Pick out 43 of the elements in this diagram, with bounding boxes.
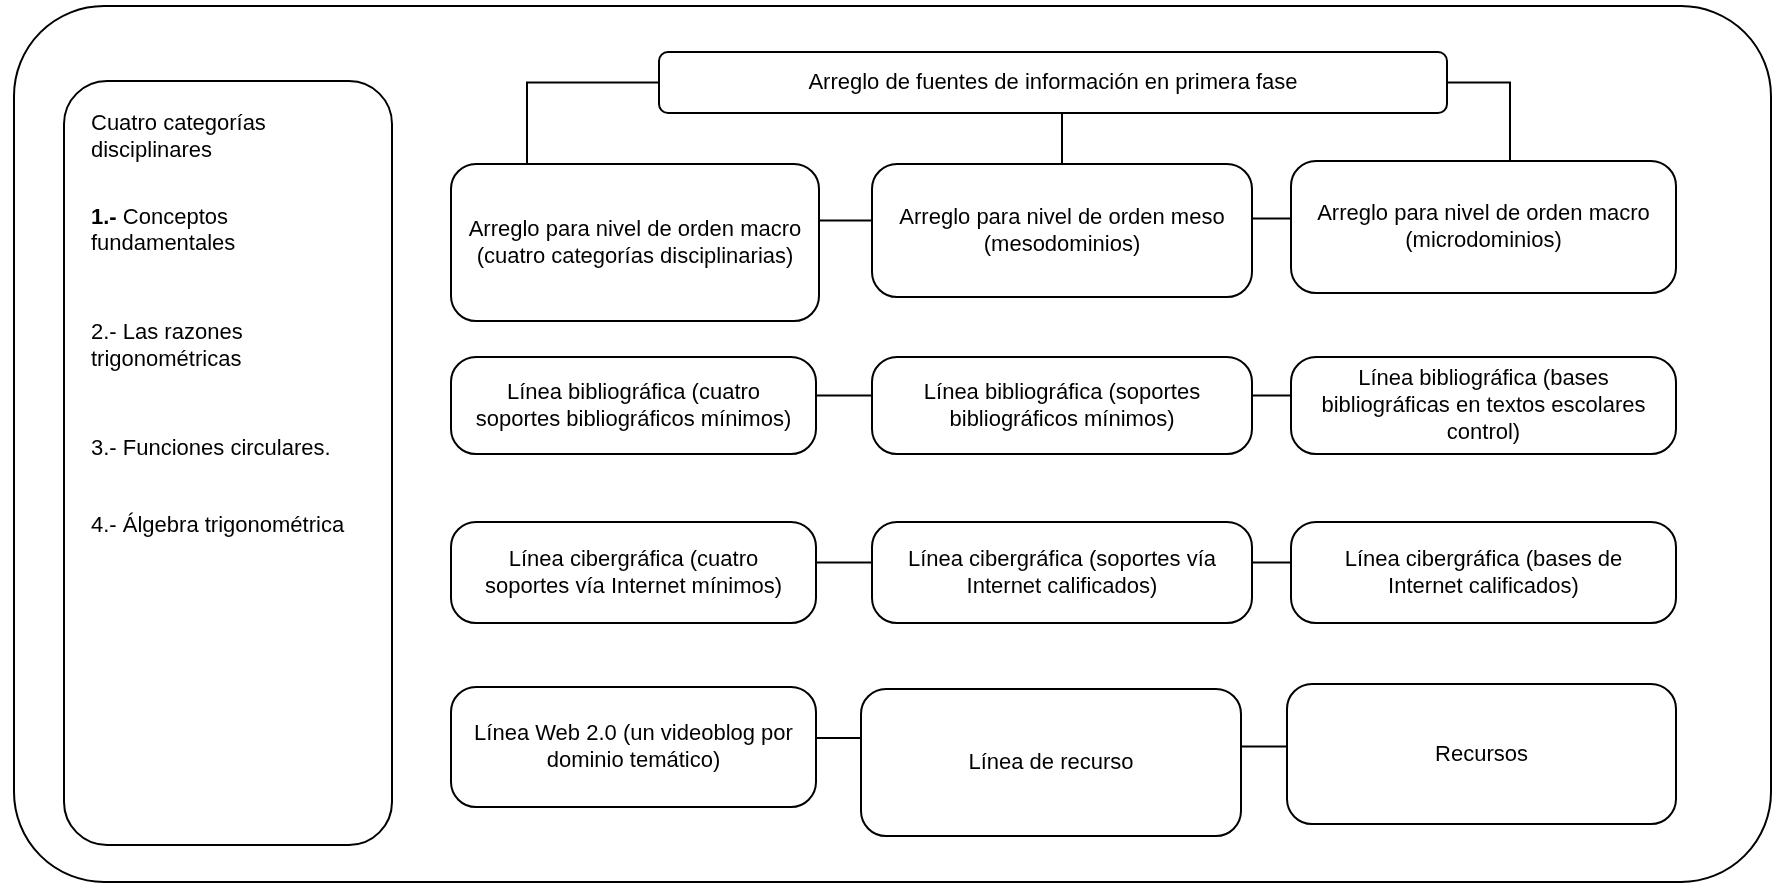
box-text: Arreglo para nivel de orden meso (mesodominios) bbox=[898, 203, 1226, 258]
rounded-box bbox=[450, 521, 817, 624]
rounded-box bbox=[450, 686, 817, 808]
rounded-box bbox=[658, 51, 1448, 114]
rounded-box bbox=[1290, 356, 1677, 455]
rounded-box bbox=[860, 688, 1242, 837]
box-text: Arreglo de fuentes de información en primera fase bbox=[808, 69, 1298, 96]
box-text: Línea bibliográfica (bases bibliográficas en textos escolares control) bbox=[1320, 365, 1647, 446]
rounded-box bbox=[871, 521, 1253, 624]
box-text: Arreglo para nivel de orden macro (cuatro categorías disciplinarias) bbox=[467, 215, 803, 270]
box-text: Recursos bbox=[1435, 740, 1528, 768]
box-text: Línea bibliográfica (soportes bibliográficos mínimos) bbox=[922, 378, 1202, 433]
box-text: Línea Web 2.0 (un videoblog por dominio temático) bbox=[473, 720, 794, 774]
rounded-box bbox=[1290, 521, 1677, 624]
box-text: Línea bibliográfica (cuatro soportes bibliográficos mínimos) bbox=[474, 378, 793, 433]
connector-line bbox=[1241, 745, 1287, 748]
rounded-box bbox=[450, 163, 820, 322]
box-text: Línea cibergráfica (soportes vía Internet calificados) bbox=[906, 545, 1218, 600]
box-text: Línea cibergráfica (cuatro soportes vía Internet mínimos) bbox=[483, 545, 784, 600]
connector-line bbox=[1061, 113, 1063, 164]
connector-line bbox=[1252, 561, 1291, 564]
heading-text: Cuatro categorías disciplinares bbox=[91, 110, 267, 164]
list-item: 1.- Conceptos fundamentales bbox=[91, 203, 237, 258]
rounded-box bbox=[450, 356, 817, 455]
connector-line bbox=[819, 219, 872, 222]
rounded-box bbox=[1290, 160, 1677, 294]
connector-line bbox=[816, 737, 861, 739]
list-item: 3.- Funciones circulares. bbox=[91, 434, 331, 462]
connector-line bbox=[816, 394, 872, 397]
rounded-box bbox=[871, 356, 1253, 455]
list-item: 2.- Las razones trigonométricas bbox=[91, 319, 244, 373]
connector-line bbox=[1447, 81, 1511, 161]
connector-line bbox=[1252, 394, 1291, 397]
rounded-box bbox=[1286, 683, 1677, 825]
connector-line bbox=[526, 81, 659, 164]
rounded-box bbox=[871, 163, 1253, 298]
connector-line bbox=[816, 561, 872, 564]
rounded-box bbox=[63, 80, 393, 846]
list-item: 4.- Álgebra trigonométrica bbox=[91, 511, 345, 539]
box-text: Línea de recurso bbox=[968, 749, 1134, 776]
connector-line bbox=[1252, 217, 1291, 220]
box-text: Arreglo para nivel de orden macro (microdominios) bbox=[1316, 200, 1651, 254]
box-text: Línea cibergráfica (bases de Internet calificados) bbox=[1343, 545, 1624, 600]
